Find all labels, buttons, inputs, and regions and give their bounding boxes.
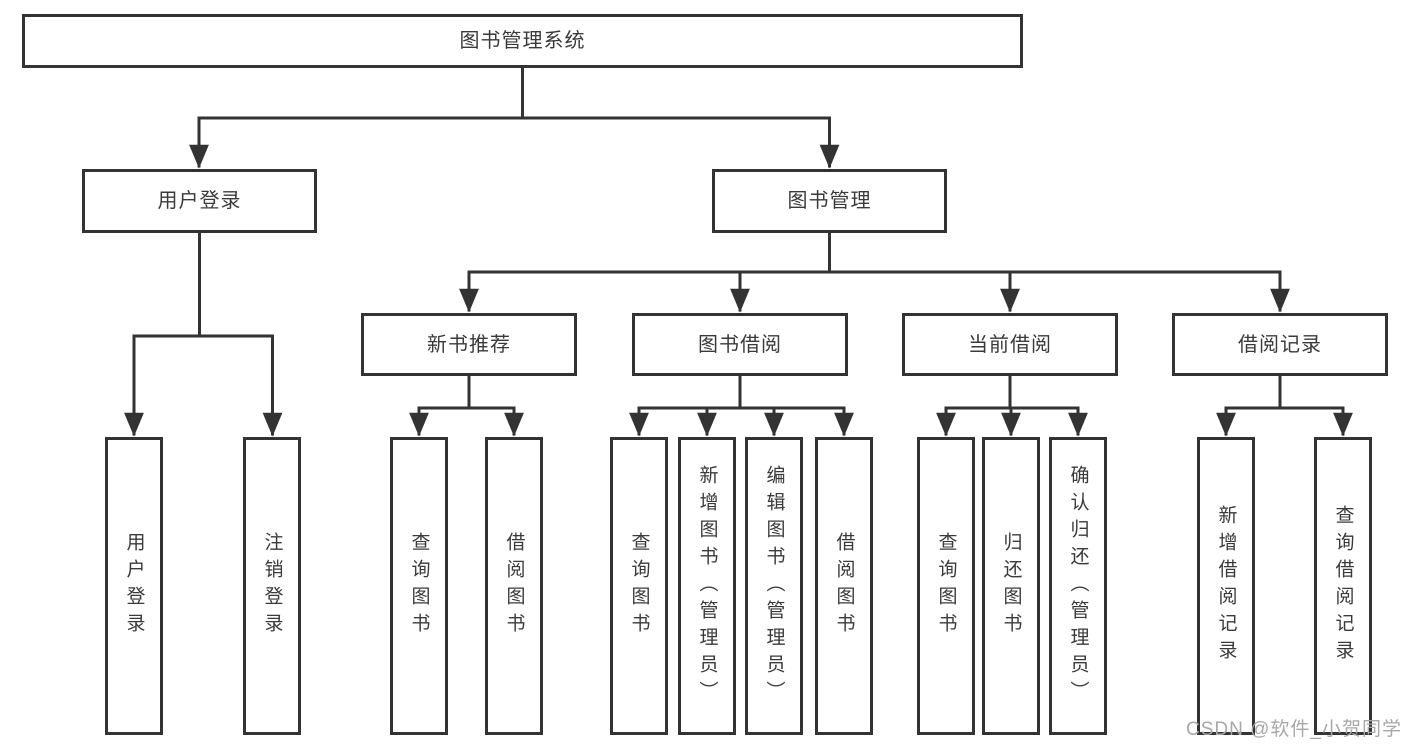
leaf-add-books-admin: 新增图书（管理员）: [678, 437, 736, 735]
csdn-watermark: CSDN @软件_小贺同学: [1186, 719, 1402, 740]
leaf-return-books: 归还图书: [982, 437, 1040, 735]
leaf-user-login: 用户登录: [105, 437, 163, 735]
node-user-login: 用户登录: [82, 169, 317, 233]
leaf-borrow-books: 借阅图书: [485, 437, 543, 735]
leaf-query-borrow-record: 查询借阅记录: [1314, 437, 1372, 735]
node-library-management-system: 图书管理系统: [22, 14, 1023, 68]
leaf-borrow-books: 借阅图书: [815, 437, 873, 735]
node-current-borrow: 当前借阅: [902, 313, 1118, 376]
leaf-query-books: 查询图书: [390, 437, 448, 735]
node-book-borrow: 图书借阅: [632, 313, 848, 376]
leaf-edit-books-admin: 编辑图书（管理员）: [745, 437, 803, 735]
leaf-logout: 注销登录: [243, 437, 301, 735]
leaf-add-borrow-record: 新增借阅记录: [1197, 437, 1255, 735]
node-book-management: 图书管理: [712, 169, 947, 233]
leaf-query-books: 查询图书: [917, 437, 975, 735]
node-borrow-records: 借阅记录: [1172, 313, 1388, 376]
node-new-book-recommend: 新书推荐: [361, 313, 577, 376]
leaf-query-books: 查询图书: [610, 437, 668, 735]
leaf-confirm-return-admin: 确认归还（管理员）: [1049, 437, 1107, 735]
